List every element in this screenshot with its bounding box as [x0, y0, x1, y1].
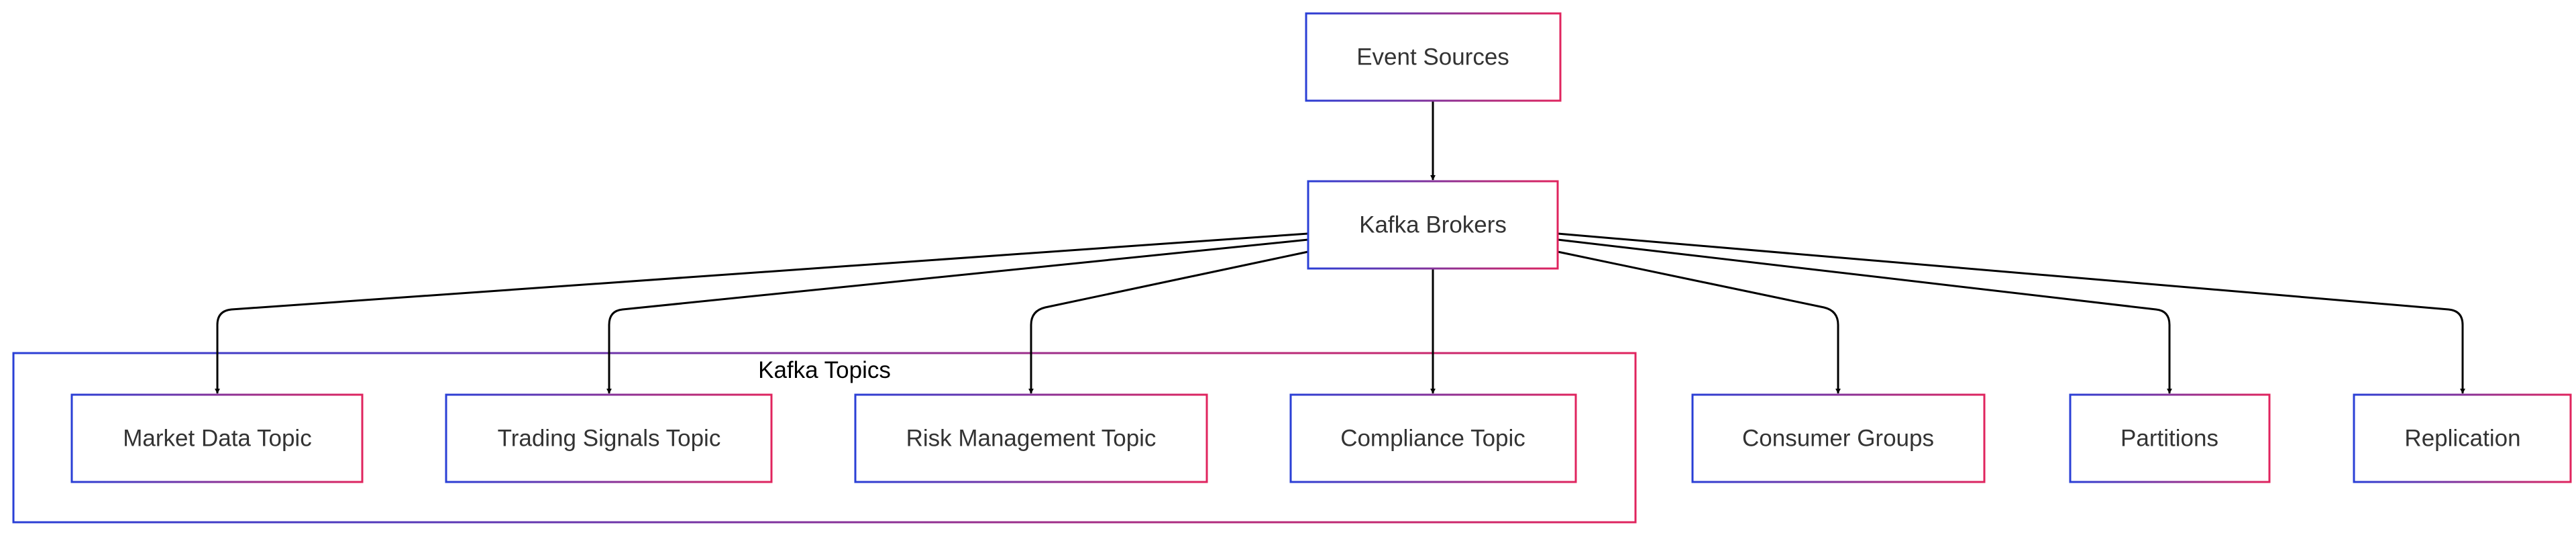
node-replication: Replication: [2353, 393, 2572, 483]
node-label-consumer-groups: Consumer Groups: [1742, 426, 1934, 452]
node-consumer-groups: Consumer Groups: [1691, 393, 1986, 483]
node-market-data-topic: Market Data Topic: [70, 393, 364, 483]
node-label-compliance-topic: Compliance Topic: [1340, 426, 1525, 452]
node-label-risk-management-topic: Risk Management Topic: [906, 426, 1157, 452]
node-label-replication: Replication: [2404, 426, 2520, 452]
node-compliance-topic: Compliance Topic: [1289, 393, 1577, 483]
node-label-event-sources: Event Sources: [1356, 44, 1509, 70]
node-kafka-brokers: Kafka Brokers: [1307, 180, 1559, 270]
node-partitions: Partitions: [2069, 393, 2271, 483]
edge-kafka-brokers-to-risk-management-topic: [1028, 250, 1309, 394]
node-label-market-data-topic: Market Data Topic: [123, 426, 311, 452]
node-risk-management-topic: Risk Management Topic: [854, 393, 1208, 483]
cluster-label: Kafka Topics: [758, 357, 891, 383]
edge-kafka-brokers-to-replication: [1557, 232, 2465, 394]
edge-kafka-brokers-to-market-data-topic: [215, 232, 1309, 394]
edge-kafka-brokers-to-partitions: [1557, 238, 2172, 394]
nodes: Event Sources Kafka Brokers Market Data …: [70, 12, 2572, 483]
node-label-kafka-brokers: Kafka Brokers: [1359, 212, 1507, 238]
node-label-trading-signals-topic: Trading Signals Topic: [498, 426, 721, 452]
cluster-kafka-topics: Kafka Topics: [12, 352, 1637, 524]
edge-kafka-brokers-to-trading-signals-topic: [606, 238, 1309, 394]
edges: [215, 101, 2465, 394]
node-event-sources: Event Sources: [1305, 12, 1562, 102]
edge-kafka-brokers-to-consumer-groups: [1557, 250, 1841, 394]
node-label-partitions: Partitions: [2121, 426, 2218, 452]
node-trading-signals-topic: Trading Signals Topic: [445, 393, 773, 483]
